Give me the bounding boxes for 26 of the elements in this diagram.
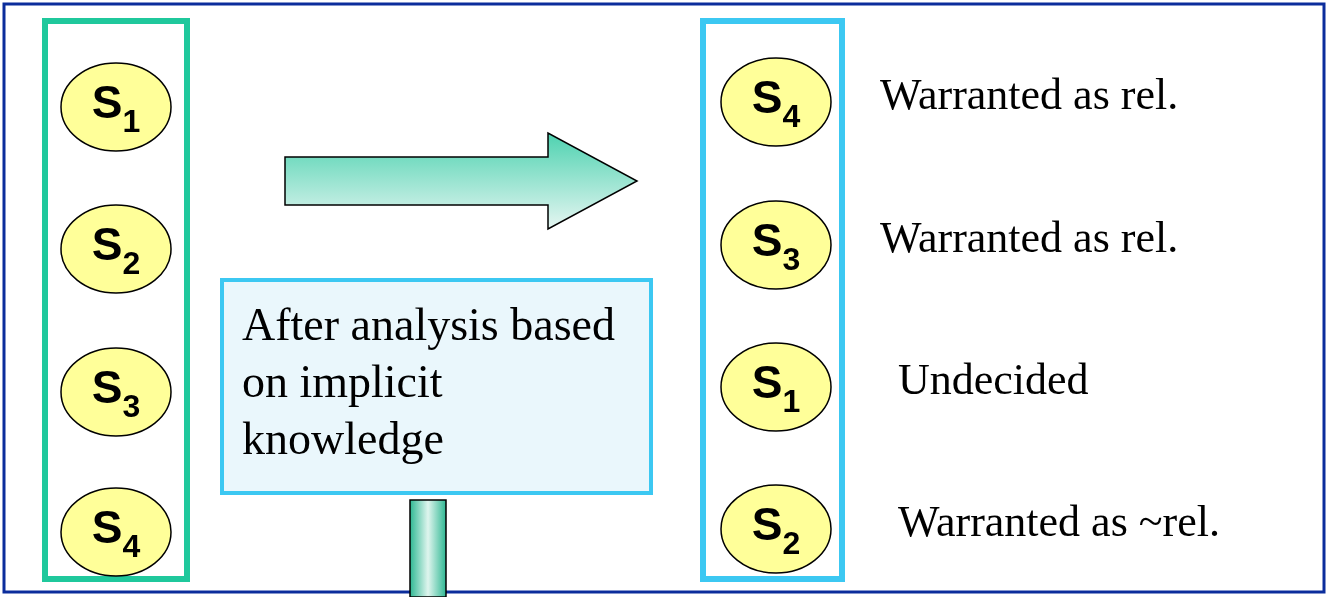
state-ellipse	[60, 487, 172, 577]
state-ellipse	[720, 57, 832, 147]
state-label: S$_{1}$	[91, 74, 141, 140]
note-text: After analysis based on implicit knowledge	[241, 298, 616, 466]
status-label: Warranted as ~rel.	[898, 496, 1220, 547]
state-ellipse	[720, 342, 832, 432]
state-label: S$_{4}$	[91, 499, 141, 565]
state-label: S$_{1}$	[751, 354, 801, 420]
state-label: S$_{3}$	[751, 212, 801, 278]
note-box	[220, 278, 653, 495]
state-ellipse	[60, 62, 172, 152]
block-arrow	[284, 131, 639, 231]
state-label: S$_{4}$	[751, 69, 801, 135]
status-label: Undecided	[898, 354, 1089, 405]
group-box	[42, 18, 190, 582]
group-box	[700, 18, 845, 582]
state-label: S$_{2}$	[91, 216, 141, 282]
state-label: S$_{2}$	[751, 496, 801, 562]
state-ellipse	[60, 204, 172, 294]
status-label: Warranted as rel.	[880, 69, 1179, 120]
state-label: S$_{3}$	[91, 359, 141, 425]
state-ellipse	[60, 347, 172, 437]
state-ellipse	[720, 200, 832, 290]
state-ellipse	[720, 484, 832, 574]
status-label: Warranted as rel.	[880, 212, 1179, 263]
connector-bar	[409, 499, 447, 597]
